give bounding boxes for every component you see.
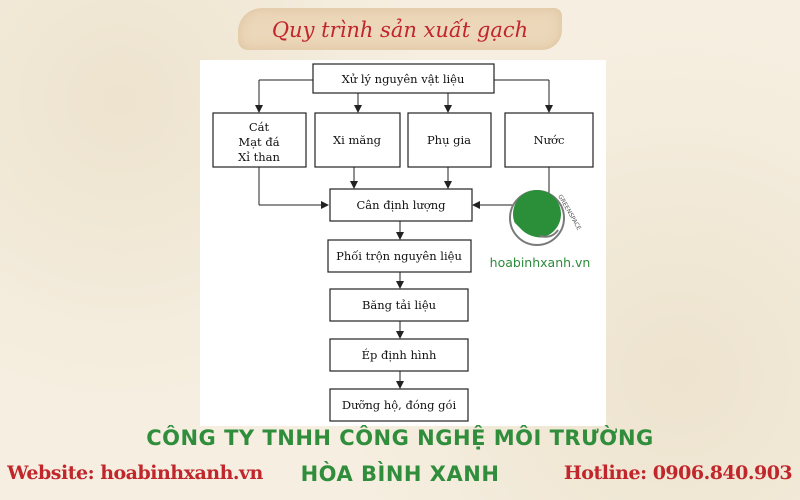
node-cure-label: Dưỡng hộ, đóng gói: [342, 398, 457, 412]
node-press: Ép định hình: [329, 338, 469, 372]
node-additive: Phụ gia: [407, 112, 492, 168]
logo-text: hoabinhxanh.vn: [489, 255, 591, 270]
title-banner: [238, 8, 562, 50]
brand-logo-icon: GREENSPACE: [509, 190, 582, 246]
node-conveyor: Băng tải liệu: [329, 288, 469, 322]
hotline-text: Hotline: 0906.840.903: [563, 462, 793, 484]
node-source-label: Xử lý nguyên vật liệu: [342, 72, 465, 86]
node-cure: Dưỡng hộ, đóng gói: [329, 388, 469, 422]
node-sand-label-1: Cát: [249, 120, 270, 134]
node-source: Xử lý nguyên vật liệu: [312, 63, 495, 94]
node-additive-label: Phụ gia: [427, 133, 471, 147]
node-conveyor-label: Băng tải liệu: [362, 298, 436, 312]
node-sand-label-2: Mạt đá: [238, 135, 279, 149]
company-name-line1: CÔNG TY TNHH CÔNG NGHỆ MÔI TRƯỜNG: [146, 426, 654, 450]
node-mix: Phối trộn nguyên liệu: [327, 239, 472, 273]
node-press-label: Ép định hình: [362, 348, 437, 362]
node-cement-label: Xi măng: [333, 133, 382, 147]
node-sand: Cát Mạt đá Xỉ than: [212, 112, 307, 168]
node-water-label: Nước: [534, 133, 565, 147]
node-weigh-label: Cân định lượng: [356, 198, 446, 212]
node-mix-label: Phối trộn nguyên liệu: [336, 249, 462, 263]
website-text: Website: hoabinhxanh.vn: [7, 462, 263, 484]
node-weigh: Cân định lượng: [329, 188, 473, 222]
node-water: Nước: [504, 112, 594, 168]
node-sand-label-3: Xỉ than: [238, 150, 280, 164]
company-name-line2: HÒA BÌNH XANH: [300, 462, 500, 486]
page-title: Quy trình sản xuất gạch: [271, 18, 529, 42]
node-cement: Xi măng: [314, 112, 401, 168]
